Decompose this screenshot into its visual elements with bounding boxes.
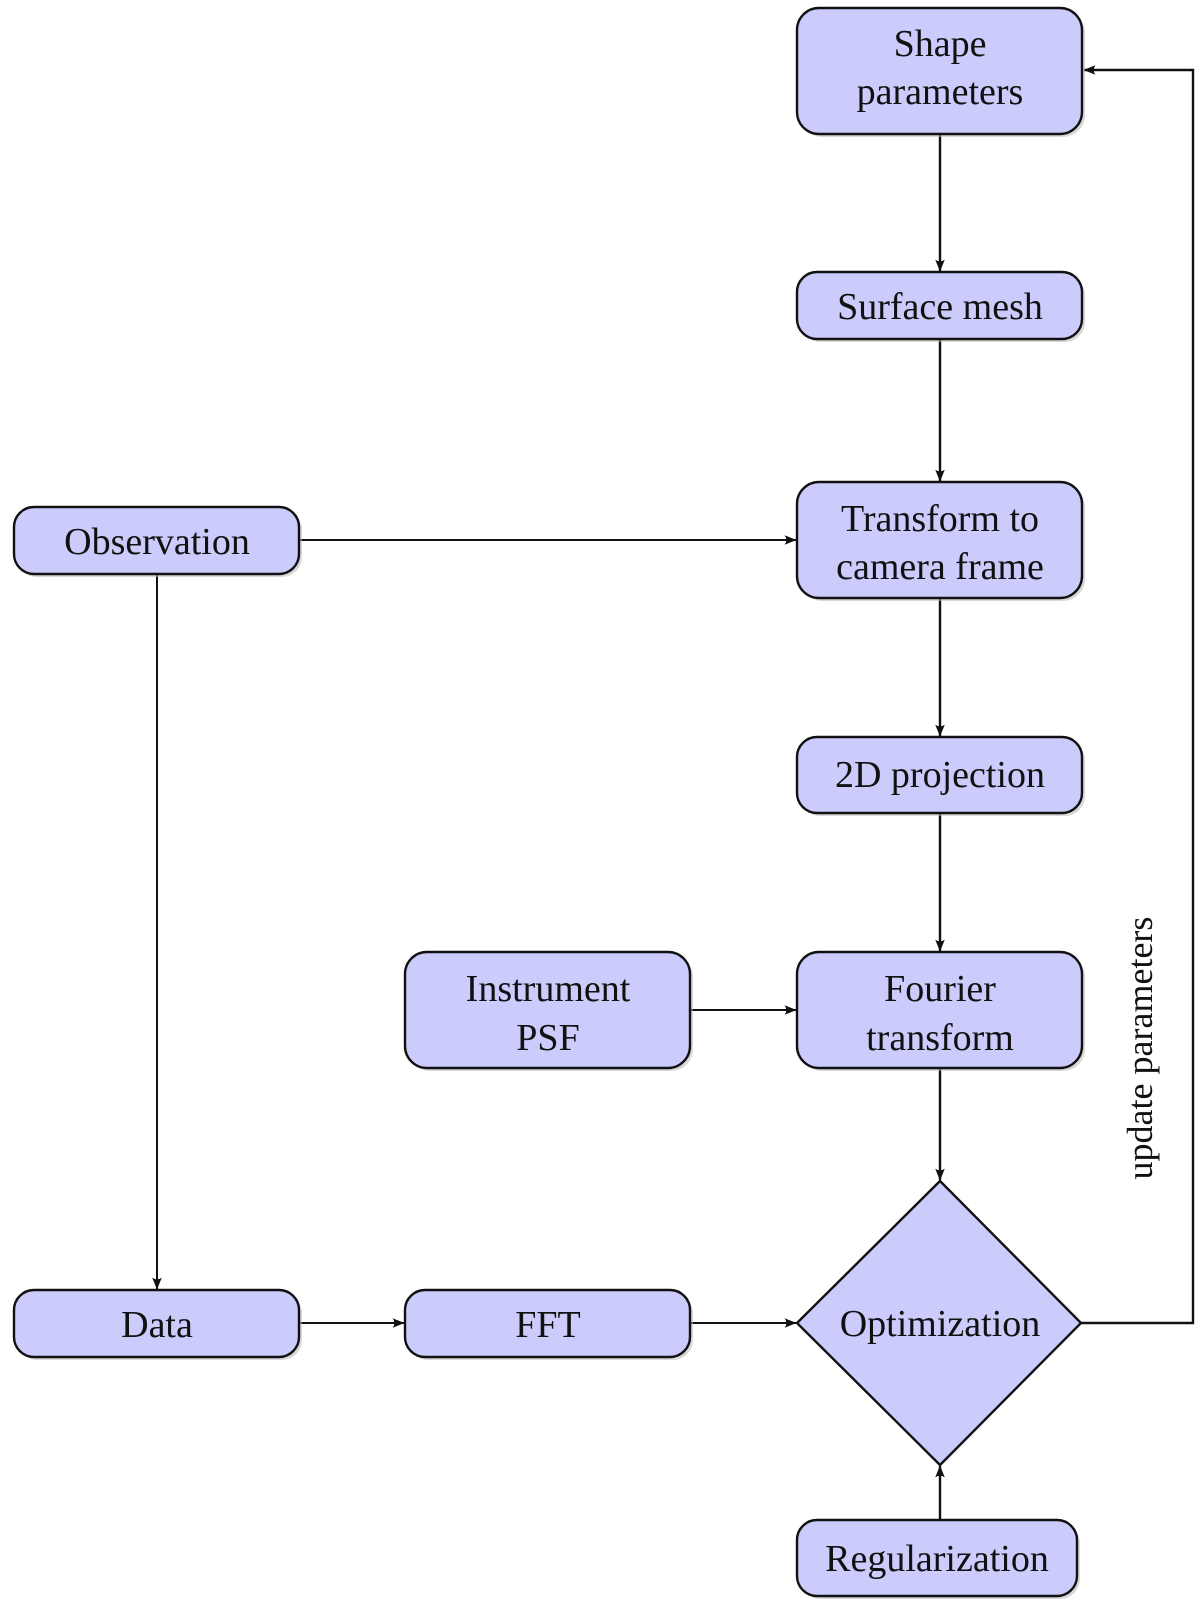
node-regularization[interactable]: Regularization [795, 1518, 1080, 1599]
node-optimization-decision[interactable]: Optimization [795, 1179, 1083, 1467]
node-transform-to-camera-frame[interactable]: Transform to camera frame [795, 480, 1085, 601]
node-label-line: Data [121, 1304, 193, 1346]
node-label-line: Shape [894, 23, 987, 65]
node-label-line: Transform to [841, 498, 1039, 540]
node-fft[interactable]: FFT [403, 1288, 693, 1360]
node-label-line: FFT [515, 1304, 580, 1346]
node-label-line: Observation [64, 521, 250, 563]
edge-optimization-to-shape-parameters [1081, 65, 1195, 1325]
node-instrument-psf[interactable]: Instrument PSF [403, 950, 693, 1071]
node-shape-parameters[interactable]: Shape parameters [795, 6, 1085, 137]
edge-label-update-parameters: update parameters [1120, 917, 1160, 1180]
node-label-line: transform [866, 1017, 1014, 1059]
node-observation[interactable]: Observation [12, 505, 302, 577]
node-label-line: Regularization [825, 1538, 1049, 1580]
node-label-line: camera frame [836, 546, 1044, 588]
node-label-line: Optimization [840, 1303, 1041, 1345]
node-fourier-transform[interactable]: Fourier transform [795, 950, 1085, 1071]
node-label-line: Surface mesh [837, 286, 1043, 328]
node-label-line: PSF [516, 1017, 579, 1059]
node-2d-projection[interactable]: 2D projection [795, 735, 1085, 816]
node-surface-mesh[interactable]: Surface mesh [795, 270, 1085, 342]
node-data[interactable]: Data [12, 1288, 302, 1360]
node-label-line: 2D projection [835, 754, 1045, 796]
node-label-line: parameters [857, 71, 1024, 113]
node-label-line: Fourier [884, 968, 996, 1010]
edges: update parameters [152, 65, 1195, 1519]
node-label-line: Instrument [466, 968, 631, 1010]
